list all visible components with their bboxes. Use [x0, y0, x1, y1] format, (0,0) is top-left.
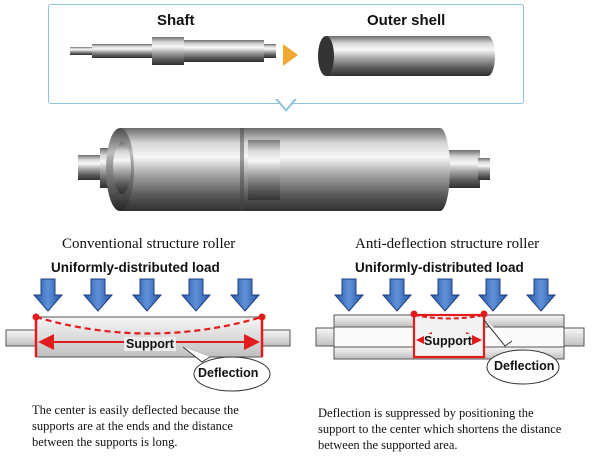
right-panel-title: Anti-deflection structure roller: [355, 236, 540, 252]
left-support-label: Support: [124, 337, 176, 351]
left-panel-title: Conventional structure roller: [62, 236, 236, 252]
load-arrow: [181, 278, 211, 312]
load-arrow: [230, 278, 260, 312]
left-deflection-label: Deflection: [198, 366, 259, 380]
load-arrow: [526, 278, 556, 312]
load-arrow: [83, 278, 113, 312]
load-arrow: [478, 278, 508, 312]
left-load-arrows: [33, 278, 260, 312]
description-line: The center is easily deflected because t…: [32, 403, 239, 417]
load-arrow: [382, 278, 412, 312]
description-line: Deflection is suppressed by positioning …: [318, 406, 534, 420]
callout-parts: [70, 36, 495, 76]
shaft-label: Shaft: [157, 12, 195, 29]
right-description: Deflection is suppressed by positioning …: [318, 405, 561, 453]
outer-shell-image: [318, 36, 495, 76]
roller-assembly-image: [78, 128, 490, 211]
right-support-label: Support: [424, 334, 472, 348]
right-deflection-label: Deflection: [494, 359, 555, 373]
description-line: between the supported area.: [318, 438, 458, 452]
description-line: support to the center which shortens the…: [318, 422, 562, 436]
load-arrow: [430, 278, 460, 312]
load-arrow: [33, 278, 63, 312]
left-description: The center is easily deflected because t…: [32, 402, 239, 450]
shaft-image: [70, 37, 276, 65]
left-load-label: Uniformly-distributed load: [51, 260, 220, 275]
outer-shell-label: Outer shell: [367, 12, 446, 29]
right-load-arrows: [334, 278, 556, 312]
right-load-label: Uniformly-distributed load: [355, 260, 524, 275]
load-arrow: [334, 278, 364, 312]
description-line: between the supports is long.: [32, 435, 178, 449]
load-arrow: [132, 278, 162, 312]
description-line: supports are at the ends and the distanc…: [32, 419, 233, 433]
orange-step-arrow: [283, 44, 298, 66]
